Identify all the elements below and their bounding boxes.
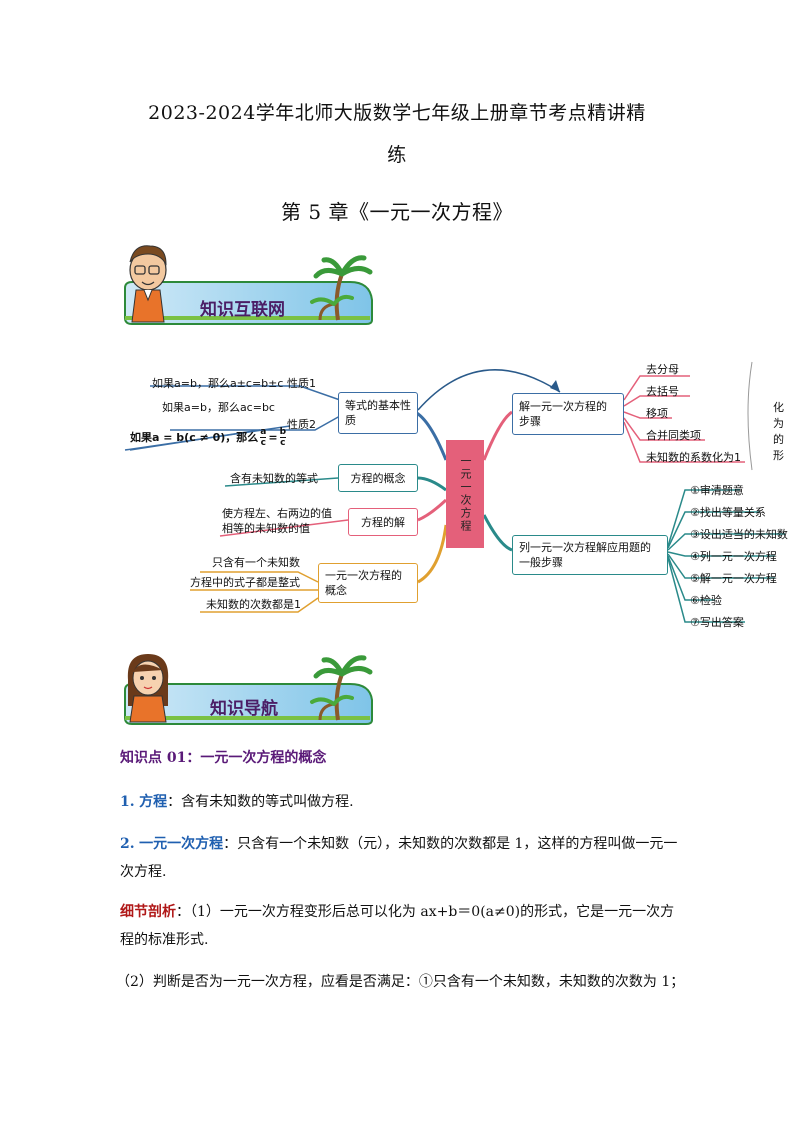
solve-steps-box: 解一元一次方程的步骤 xyxy=(512,393,624,435)
equality-properties-box: 等式的基本性质 xyxy=(338,392,418,434)
banner-knowledge-navigation: 知识导航 xyxy=(120,650,378,745)
palm-tree-icon xyxy=(310,255,373,321)
paragraph-1-text: ：含有未知数的等式叫做方程. xyxy=(167,794,354,810)
banner-graphic xyxy=(124,245,373,325)
solve-step-3: 移项 xyxy=(646,407,668,420)
solve-step-1: 去分母 xyxy=(646,363,679,376)
palm-tree-icon xyxy=(310,655,373,721)
paragraph-linear-equation-definition: 2. 一元一次方程：只含有一个未知数（元），未知数的次数都是 1，这样的方程叫做… xyxy=(120,830,680,886)
banner-knowledge-network-text: 知识互联网 xyxy=(200,300,285,320)
fraction-denominator: c xyxy=(260,438,266,448)
solve-steps-side-note: 化为的形 xyxy=(773,401,784,462)
equation-solution-box: 方程的解 xyxy=(348,508,418,536)
rule-divide-prefix: 如果a = b(c ≠ 0)，那么 xyxy=(130,431,259,444)
equation-concept-desc: 含有未知数的等式 xyxy=(230,472,318,485)
banner-knowledge-network: 知识互联网 xyxy=(120,240,378,335)
linear-concept-item-1: 只含有一个未知数 xyxy=(212,556,300,569)
fraction-b-over-c: b c xyxy=(279,427,287,448)
teacher-cartoon-icon xyxy=(129,245,167,323)
detail-analysis-label: 细节剖析 xyxy=(120,904,176,920)
mindmap-center-node: 一元一次方程 xyxy=(446,440,484,548)
app-step-5: ⑤解一元一次方程 xyxy=(690,572,777,585)
detail-analysis-text: ：（1）一元一次方程变形后总可以化为 ax+b＝0(a≠0)的形式，它是一元一次… xyxy=(120,904,675,948)
term-equation: 方程 xyxy=(139,794,168,810)
paragraph-equation-definition: 1. 方程：含有未知数的等式叫做方程. xyxy=(120,788,680,816)
app-step-3: ③设出适当的未知数 xyxy=(690,528,788,541)
paragraph-2-number: 2. xyxy=(120,836,135,852)
fraction-denominator: c xyxy=(280,438,286,448)
banner-knowledge-navigation-text: 知识导航 xyxy=(210,699,278,719)
paragraph-2-text: ：只含有一个未知数（元），未知数的次数都是 1，这样的方程叫做一元一次方程. xyxy=(120,836,678,880)
rule-divide: 如果a = b(c ≠ 0)，那么 a c = b c xyxy=(130,427,288,448)
fraction-numerator: a xyxy=(260,427,267,438)
linear-concept-item-2: 方程中的式子都是整式 xyxy=(190,576,300,589)
linear-equation-concept-box: 一元一次方程的概念 xyxy=(318,563,418,603)
property1-label: 性质1 xyxy=(287,377,316,390)
app-step-4: ④列一元一次方程 xyxy=(690,550,777,563)
paragraph-detail-analysis: 细节剖析：（1）一元一次方程变形后总可以化为 ax+b＝0(a≠0)的形式，它是… xyxy=(120,898,680,954)
knowledge-point-1-title: 知识点 01：一元一次方程的概念 xyxy=(120,744,680,772)
banner-graphic xyxy=(124,654,373,725)
linear-concept-item-3: 未知数的次数都是1 xyxy=(206,598,301,611)
document-title-line2: 练 xyxy=(387,144,407,166)
app-step-2: ②找出等量关系 xyxy=(690,506,766,519)
app-step-1: ①审清题意 xyxy=(690,484,744,497)
student-cartoon-icon xyxy=(127,654,169,723)
solve-step-4: 合并同类项 xyxy=(646,429,701,442)
app-step-6: ⑥检验 xyxy=(690,594,722,607)
detail-analysis-2-text: （2）判断是否为一元一次方程，应看是否满足：①只含有一个未知数，未知数的次数为 … xyxy=(116,974,685,990)
equation-concept-box: 方程的概念 xyxy=(338,464,418,492)
property2-label: 性质2 xyxy=(287,418,316,431)
rule-add-subtract: 如果a=b，那么a±c=b±c xyxy=(152,377,284,390)
fraction-equals: = xyxy=(268,431,278,444)
solve-step-2: 去括号 xyxy=(646,385,679,398)
mindmap-connectors xyxy=(124,361,785,623)
equation-solution-desc1: 使方程左、右两边的值 xyxy=(222,507,332,520)
chapter-title: 第 5 章《一元一次方程》 xyxy=(281,200,513,224)
solve-step-5: 未知数的系数化为1 xyxy=(646,451,741,464)
equation-solution-desc2: 相等的未知数的值 xyxy=(222,522,310,535)
fraction-a-over-c: a c xyxy=(260,427,267,448)
document-title-line1: 2023-2024学年北师大版数学七年级上册章节考点精讲精 xyxy=(148,102,646,124)
app-step-7: ⑦写出答案 xyxy=(690,616,744,629)
knowledge-point-1-title-text: 知识点 01：一元一次方程的概念 xyxy=(120,750,327,766)
fraction-numerator: b xyxy=(279,427,287,438)
paragraph-detail-analysis-2: （2）判断是否为一元一次方程，应看是否满足：①只含有一个未知数，未知数的次数为 … xyxy=(116,968,686,996)
term-linear-equation: 一元一次方程 xyxy=(139,836,224,852)
rule-multiply: 如果a=b，那么ac=bc xyxy=(162,401,275,414)
application-steps-box: 列一元一次方程解应用题的一般步骤 xyxy=(512,535,668,575)
paragraph-1-number: 1. xyxy=(120,794,135,810)
